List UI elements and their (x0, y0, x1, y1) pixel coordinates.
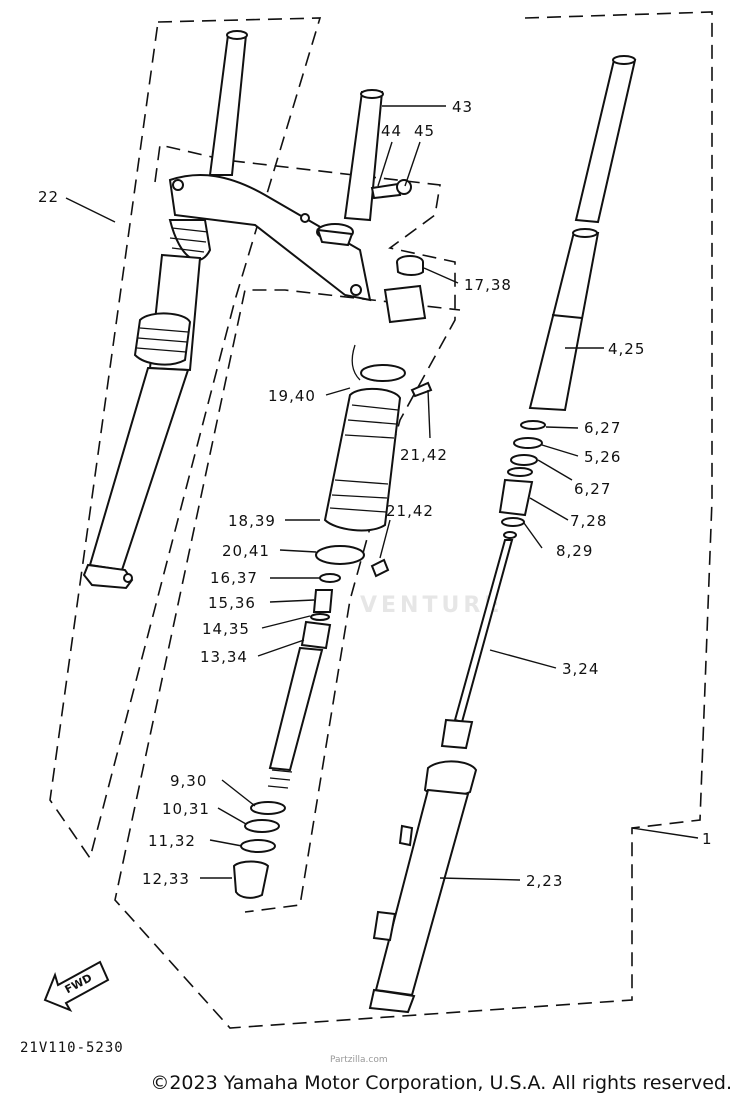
callout-1: 1 (702, 830, 713, 848)
callout-6-27-upper: 6,27 (584, 419, 621, 437)
left-fork-assembly (82, 30, 372, 590)
callout-14-35: 14,35 (202, 620, 250, 638)
callout-3-24: 3,24 (562, 660, 599, 678)
rod-spring (267, 769, 293, 789)
ring-b (513, 437, 543, 449)
callout-5-26: 5,26 (584, 448, 621, 466)
callout-17-38: 17,38 (464, 276, 512, 294)
diagram-code: 21V110-5230 (20, 1040, 124, 1056)
collar (312, 589, 334, 613)
oil-seal-ring (250, 801, 286, 815)
long-rod (453, 539, 514, 724)
leader-lines (65, 105, 699, 881)
right-fork-outline (114, 11, 713, 1029)
circlip (319, 573, 341, 583)
watermark-small-text: Partzilla.com (330, 1055, 388, 1065)
bushing (498, 478, 534, 517)
callout-22: 22 (38, 188, 59, 206)
fork-boot (323, 387, 402, 532)
spring-seat (300, 620, 332, 650)
ring-e (501, 517, 525, 527)
seal-holder (315, 545, 365, 565)
hose (351, 344, 361, 381)
callout-7-28: 7,28 (570, 512, 607, 530)
callout-19-40: 19,40 (268, 387, 316, 405)
steering-stem (316, 89, 412, 247)
rod-head (440, 718, 474, 750)
callout-labels: 43 44 45 22 17,38 4,25 19,40 21,42 6,27 … (38, 98, 713, 890)
damper-rod (268, 646, 324, 772)
fwd-arrow-icon: FWD (43, 960, 110, 1012)
callout-43: 43 (452, 98, 473, 116)
watermark-text: VENTURE (360, 593, 503, 618)
callout-21-42-lower: 21,42 (386, 502, 434, 520)
callout-21-42-upper: 21,42 (400, 446, 448, 464)
ring-c (510, 454, 538, 466)
upper-bracket (383, 284, 427, 324)
callout-9-30: 9,30 (170, 772, 207, 790)
brake-tab (398, 824, 414, 847)
callout-18-39: 18,39 (228, 512, 276, 530)
copyright-notice: ©2023 Yamaha Motor Corporation, U.S.A. A… (150, 1072, 732, 1094)
inner-tube-end (572, 228, 598, 238)
outer-tube (374, 788, 470, 997)
outer-tube-bottom (368, 988, 416, 1014)
cap-bolt-body (396, 261, 424, 276)
callout-2-23: 2,23 (526, 872, 563, 890)
left-fork-outline (49, 17, 322, 860)
bolt-upper (410, 381, 433, 398)
callout-20-41: 20,41 (222, 542, 270, 560)
callout-6-27-lower: 6,27 (574, 480, 611, 498)
callout-16-37: 16,37 (210, 569, 258, 587)
bracket-ring (360, 364, 406, 382)
bolt-lower (370, 558, 390, 578)
callout-44: 44 (381, 122, 402, 140)
inner-tube (528, 230, 600, 412)
ring-d (507, 467, 533, 477)
slide-metal (232, 860, 270, 899)
spacer (240, 839, 276, 853)
callout-13-34: 13,34 (200, 648, 248, 666)
callout-4-25: 4,25 (608, 340, 645, 358)
callout-8-29: 8,29 (556, 542, 593, 560)
callout-45: 45 (414, 122, 435, 140)
ring-f (503, 531, 517, 539)
callout-15-36: 15,36 (208, 594, 256, 612)
callout-10-31: 10,31 (162, 800, 210, 818)
mount-tab (372, 910, 397, 942)
callout-11-32: 11,32 (148, 832, 196, 850)
oil-seal (244, 819, 280, 833)
inner-tube-top (574, 59, 637, 224)
callout-12-33: 12,33 (142, 870, 190, 888)
inner-tube-cap (612, 55, 636, 65)
ring-a (520, 420, 546, 430)
washer (310, 613, 330, 621)
inner-tube-band (551, 314, 583, 319)
